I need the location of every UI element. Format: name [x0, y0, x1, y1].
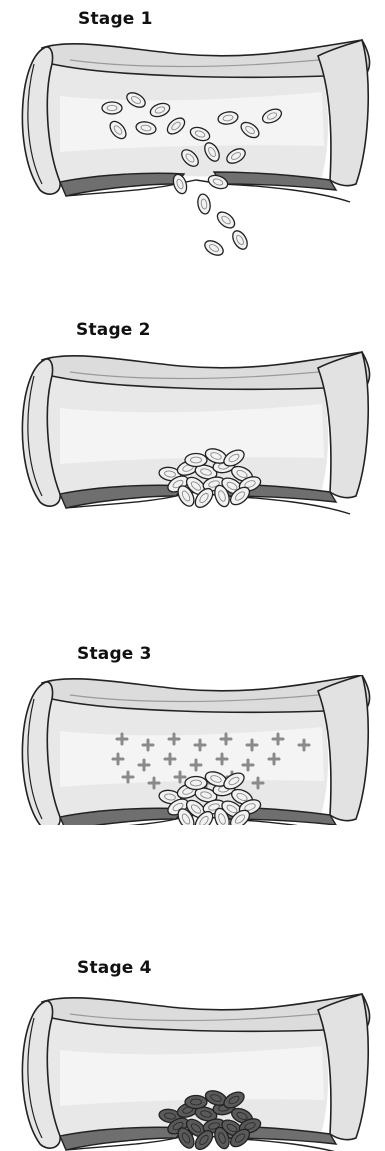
blood-cell	[102, 102, 122, 114]
stage-2-label: Stage 2	[76, 320, 151, 340]
blood-cell	[185, 777, 207, 790]
vessel-group	[22, 675, 369, 825]
stage-1-vessel-svg	[0, 28, 385, 258]
stage-4-diagram	[0, 990, 385, 1151]
blood-cell	[230, 228, 250, 251]
vessel-group	[22, 994, 369, 1151]
blood-cell	[185, 1096, 207, 1109]
stage-1-diagram	[0, 28, 385, 258]
vessel-group	[22, 352, 369, 514]
stage-3-vessel-svg	[0, 675, 385, 825]
stage-2-vessel-svg	[0, 346, 385, 516]
stage-3-label: Stage 3	[77, 644, 152, 664]
stage-3-diagram	[0, 675, 385, 825]
vessel-group	[22, 40, 369, 258]
blood-cell	[202, 238, 225, 258]
stage-1-label: Stage 1	[78, 9, 153, 29]
stage-4-vessel-svg	[0, 990, 385, 1151]
blood-cell	[214, 209, 237, 231]
vessel-highlight	[60, 92, 324, 152]
stage-2-diagram	[0, 346, 385, 516]
blood-cell	[185, 454, 207, 467]
stage-4-label: Stage 4	[77, 958, 152, 978]
blood-cell	[196, 193, 211, 215]
